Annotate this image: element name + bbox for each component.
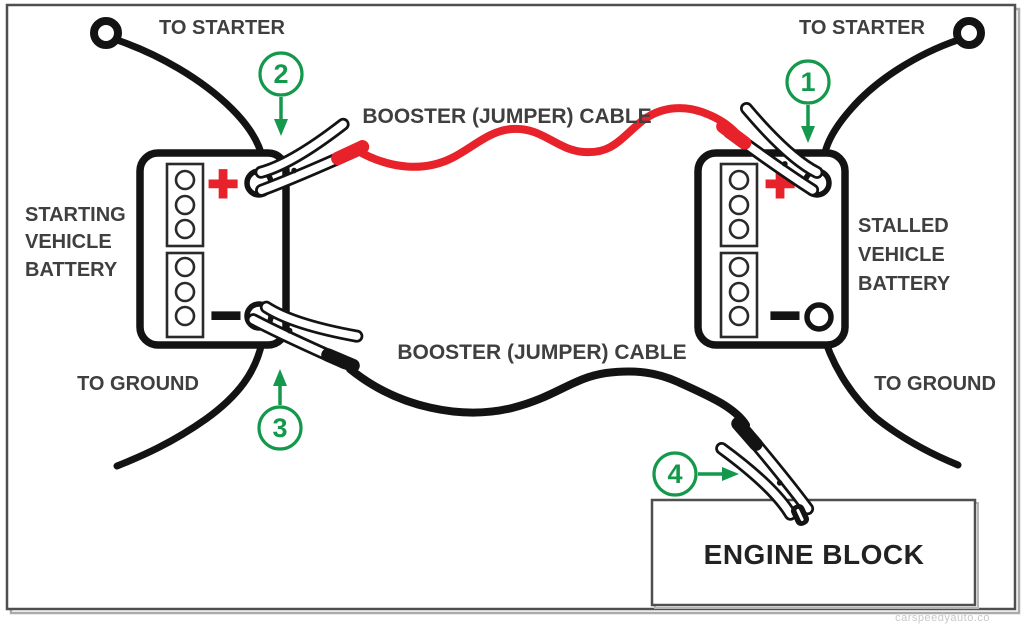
starter-cable-right	[820, 36, 962, 162]
starting-vehicle-battery: + −	[136, 149, 290, 349]
to-ground-label-right: TO GROUND	[874, 373, 996, 395]
clamp-left-positive	[254, 117, 370, 197]
step-1-annotation: 1	[785, 59, 831, 143]
cell-circle	[174, 256, 196, 278]
booster-cable-negative-black	[346, 365, 750, 429]
watermark-text: carspeedyauto.co	[895, 612, 990, 624]
clamp-boot-black	[321, 348, 360, 373]
ground-cable-right	[818, 326, 962, 469]
cell-circle	[728, 305, 750, 327]
battery-label-line: BATTERY	[858, 273, 951, 295]
left-battery-plus-symbol: +	[208, 155, 238, 213]
step-circle-3	[257, 405, 303, 451]
step-arrowhead-1	[801, 126, 815, 143]
to-starter-label-left: TO STARTER	[159, 17, 285, 39]
engine-block-box	[650, 498, 977, 607]
cell-circle	[728, 281, 750, 303]
right-battery-minus-symbol: −	[770, 287, 800, 345]
to-starter-label-right: TO STARTER	[799, 17, 925, 39]
battery-label-line: STALLED	[858, 215, 949, 237]
ground-cable-left	[113, 338, 266, 470]
to-ground-label-left: TO GROUND	[77, 373, 199, 395]
clamp-boot-red	[716, 119, 752, 150]
battery-label-line: STARTING	[25, 204, 126, 226]
engine-ground-bolt	[790, 504, 810, 526]
step-number-4: 4	[667, 459, 682, 489]
cell-circle	[728, 218, 750, 240]
clamp-right-positive	[716, 101, 824, 197]
clamp-boot-black	[731, 416, 763, 451]
booster-cable-label-top: BOOSTER (JUMPER) CABLE	[362, 105, 651, 128]
cell-circle	[174, 169, 196, 191]
clamp-boot-red	[331, 140, 370, 166]
step-number-1: 1	[800, 67, 815, 97]
battery-label-line: VEHICLE	[858, 244, 945, 266]
cell-circle	[174, 281, 196, 303]
step-arrowhead-3	[273, 369, 287, 386]
step-number-3: 3	[272, 413, 287, 443]
step-circle-4	[652, 451, 698, 497]
right-battery-negative-terminal	[804, 302, 834, 332]
clamp-rivet	[291, 167, 297, 174]
battery-label-line: VEHICLE	[25, 231, 112, 253]
starting-vehicle-battery-label: STARTING VEHICLE BATTERY	[25, 204, 126, 281]
battery-label-line: BATTERY	[25, 259, 118, 281]
step-arrowhead-2	[274, 119, 288, 136]
clamp-rivet	[286, 327, 293, 334]
left-battery-minus-symbol: −	[211, 287, 241, 345]
starter-ring-terminal-right	[953, 17, 985, 49]
step-circle-1	[785, 59, 831, 105]
engine-block-label: ENGINE BLOCK	[704, 539, 925, 570]
clamp-rivet	[776, 480, 783, 486]
clamp-left-negative	[246, 300, 364, 373]
step-2-annotation: 2	[258, 51, 304, 136]
clamp-jaw-upper-fill	[742, 104, 821, 177]
step-circle-2	[258, 51, 304, 97]
cell-circle	[728, 194, 750, 216]
cell-circle	[174, 218, 196, 240]
step-number-2: 2	[273, 59, 288, 89]
bolt-slot	[796, 508, 804, 522]
clamp-jaw-upper-fill	[257, 120, 347, 176]
cell-circle	[174, 194, 196, 216]
starter-cable-left	[113, 36, 267, 165]
cell-circle	[728, 169, 750, 191]
clamp-jaw-upper-fill	[717, 444, 795, 518]
step-3-annotation: 3	[257, 369, 303, 451]
cell-circle	[174, 305, 196, 327]
step-arrowhead-4	[722, 467, 739, 481]
stalled-vehicle-battery: + −	[694, 149, 849, 349]
cell-circle	[728, 256, 750, 278]
stalled-vehicle-battery-label: STALLED VEHICLE BATTERY	[858, 215, 951, 295]
booster-cable-label-bottom: BOOSTER (JUMPER) CABLE	[397, 341, 686, 364]
clamp-engine-ground	[715, 416, 815, 521]
step-4-annotation: 4	[652, 451, 739, 497]
starter-ring-terminal-left	[90, 17, 122, 49]
booster-cable-positive-red	[354, 104, 738, 171]
clamp-jaw-upper-fill	[262, 303, 361, 340]
clamp-rivet	[782, 161, 788, 167]
